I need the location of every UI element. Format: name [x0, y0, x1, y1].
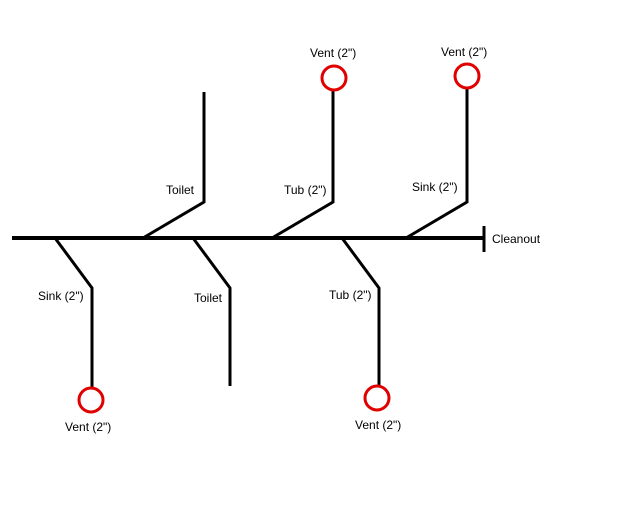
vent-top-1-circle: [320, 64, 348, 92]
label-sink-bottom: Sink (2"): [38, 289, 84, 303]
vent-bottom-1-circle: [77, 386, 105, 414]
branch-sink-bottom: [53, 237, 94, 387]
label-toilet-bottom: Toilet: [194, 291, 223, 305]
branch-toilet-top: [142, 92, 206, 240]
label-toilet-top: Toilet: [166, 183, 195, 197]
vent-bottom-2-circle: [363, 384, 391, 412]
branch-sink-top: [405, 89, 469, 240]
label-sink-top: Sink (2"): [412, 180, 458, 194]
vent-top-2-circle: [453, 62, 481, 90]
label-vent-bottom-2: Vent (2"): [355, 418, 401, 432]
label-vent-bottom-1: Vent (2"): [65, 420, 111, 434]
label-cleanout: Cleanout: [492, 232, 541, 246]
label-vent-top-1: Vent (2"): [310, 46, 356, 60]
branch-toilet-bottom: [191, 237, 232, 386]
label-tub-top: Tub (2"): [284, 183, 327, 197]
branch-tub-bottom: [340, 237, 381, 385]
branch-tub-top: [271, 91, 335, 240]
label-tub-bottom: Tub (2"): [329, 288, 372, 302]
label-vent-top-2: Vent (2"): [441, 45, 487, 59]
